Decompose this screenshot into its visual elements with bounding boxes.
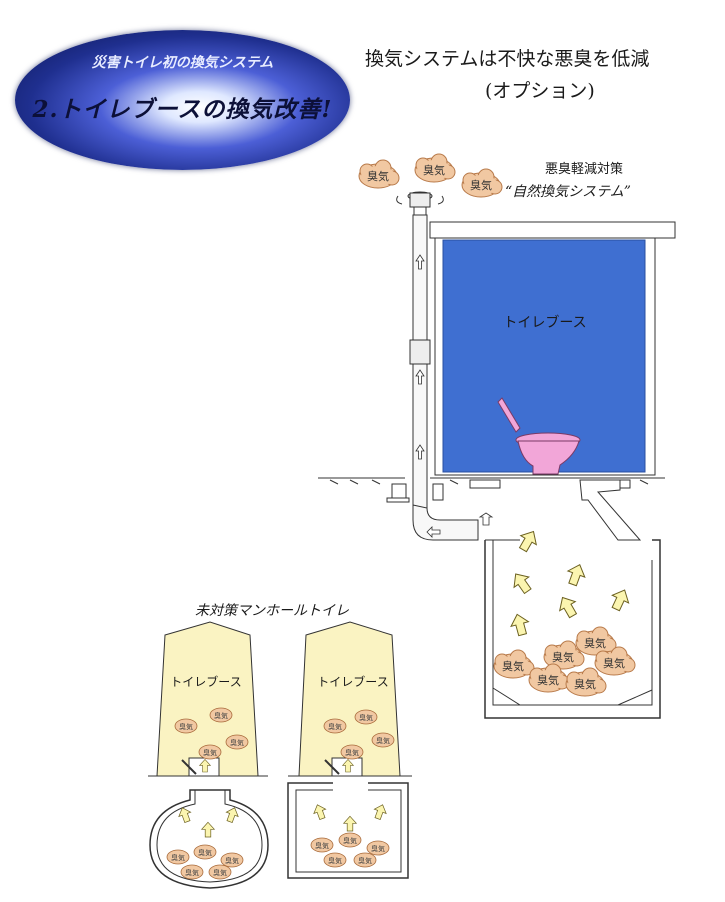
- vent-rotor-icon: [396, 191, 444, 216]
- smell-label: 臭気: [367, 169, 389, 183]
- manhole-square: [287, 782, 409, 879]
- booth-label: トイレブース: [503, 315, 587, 331]
- smell-cloud-icon: [310, 832, 390, 868]
- manhole-pit: [484, 539, 661, 719]
- airflow-arrow-icon: [415, 254, 494, 538]
- left-booth-label: トイレブース: [170, 675, 242, 689]
- airflow-arrow-icon: [507, 526, 634, 638]
- smell-label: 臭気: [584, 636, 606, 650]
- toilet-bowl-icon: [497, 397, 581, 475]
- airflow-arrow-icon: [311, 802, 389, 832]
- headline: 換気システムは不快な悪臭を低減: [365, 48, 650, 70]
- smell-label: 臭気: [603, 656, 625, 670]
- vent-pipe: [409, 214, 479, 541]
- smell-label: 臭気: [537, 673, 559, 687]
- system-caption-line1: 悪臭軽減対策: [545, 162, 624, 177]
- smell-label: 臭気: [552, 650, 574, 664]
- smell-label: 臭気: [502, 659, 524, 673]
- booth-roof: [429, 221, 676, 239]
- smell-label: 臭気: [423, 163, 445, 177]
- smell-label: 臭気: [470, 178, 492, 192]
- headline-sub: (オプション): [485, 80, 595, 102]
- system-caption-line2: “自然換気システム”: [505, 184, 631, 200]
- right-booth-label: トイレブース: [317, 675, 389, 689]
- title-oval: [15, 30, 350, 170]
- drain-funnel: [579, 479, 642, 541]
- smell-label: 臭気: [574, 677, 596, 691]
- unprotected-title: 未対策マンホールトイレ: [195, 603, 349, 619]
- title-line1: 災害トイレ初の換気システム: [91, 55, 274, 71]
- title-line2: 2.トイレブースの換気改善!: [32, 96, 333, 123]
